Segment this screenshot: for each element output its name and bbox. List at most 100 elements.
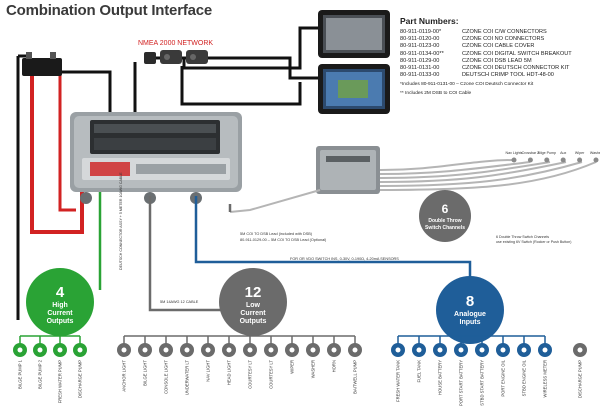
switch-connector-icon xyxy=(577,157,583,163)
part-code: 80-911-0123-00 xyxy=(400,43,440,50)
high-badge-line3: Outputs xyxy=(47,318,74,325)
low-output-label: COURTESY LT xyxy=(269,360,274,389)
low-output-item: CONSOLE LIGHT xyxy=(159,336,173,394)
low-output-label: HORN xyxy=(332,360,337,372)
high-output-label: BILGE PUMP 2 xyxy=(38,359,43,389)
output-cables xyxy=(98,192,472,312)
low-output-item: WASHER xyxy=(306,336,320,378)
low-output-label: BILGE LIGHT xyxy=(143,360,148,386)
low-output-label: NAV LIGHT xyxy=(206,360,211,382)
part-desc: CZONE COI NO CONNECTORS xyxy=(462,36,545,43)
switch-label: Bilge Pump xyxy=(538,151,556,155)
low-badge-line1: Low xyxy=(246,302,261,309)
high-output-item: DISCHARGE PUMP xyxy=(73,336,87,398)
analogue-input-label: HOUSE BATTERY xyxy=(438,360,443,395)
part-numbers-panel: Part Numbers: 80-911-0119-00* CZONE COI C… xyxy=(400,16,592,97)
switch-item: Wiper xyxy=(575,151,585,163)
switch-item: Crossbar 2 xyxy=(522,151,540,163)
switch-breakout-box xyxy=(316,146,380,194)
part-code: 80-911-0119-00* xyxy=(400,29,442,35)
page-title: Combination Output Interface xyxy=(6,2,213,19)
analogue-badge-line2: Inputs xyxy=(460,319,481,326)
switch-item: Aux xyxy=(560,151,566,163)
analogue-input-label: FUEL TANK xyxy=(417,360,422,383)
part-note-2: ** Includes 2M DSB to COI Cable xyxy=(400,91,472,97)
part-numbers-heading: Part Numbers: xyxy=(400,16,459,26)
part-note-1: *Includes 80-911-0131-00 – Czone COI Deu… xyxy=(400,82,534,88)
low-output-item: HEAD LIGHT xyxy=(222,336,236,385)
low-output-item: COURTESY LT xyxy=(243,336,257,389)
part-desc: CZONE COI DSB LEAD 5M xyxy=(462,57,532,64)
switch-connector-icon xyxy=(527,157,533,163)
low-output-label: BAITWELL PUMP xyxy=(353,360,358,394)
analogue-input-label: WIRELESS METER xyxy=(543,360,548,397)
low-output-label: ANCHOR LIGHT xyxy=(122,360,127,392)
switch-note-1: 6 Double Throw Switch Channels xyxy=(496,235,549,239)
analogue-input-label: PORT ENGINE OIL xyxy=(501,359,506,396)
nmea-connectors xyxy=(144,50,208,64)
analogue-input-item: WIRELESS METER xyxy=(538,336,552,397)
switch-badge-line2: Switch Channels xyxy=(425,225,465,231)
part-code: 80-911-0134-00** xyxy=(400,50,444,57)
switch-connector-icon xyxy=(560,157,566,163)
high-output-item: FRESH WATER PUMP xyxy=(53,336,67,403)
low-cable-label: 5M 14AWG 12 CABLE xyxy=(160,300,199,304)
high-badge-number: 4 xyxy=(56,284,65,301)
switch-label: Wiper xyxy=(575,151,585,155)
low-badge-line2: Current xyxy=(240,310,266,317)
switch-channels-badge: 6 Double Throw Switch Channels xyxy=(419,190,471,242)
low-output-item: WIPER xyxy=(285,336,299,374)
switch-badge-number: 6 xyxy=(442,202,449,216)
analogue-input-label: STBD ENGINE OIL xyxy=(522,359,527,396)
analogue-input-item: PORT ENGINE OIL xyxy=(496,336,510,397)
part-code: 80-911-0129-00 xyxy=(400,57,440,64)
switch-connector-icon xyxy=(593,157,599,163)
output-icon-rows: BILGE PUMP 1 BILGE PUMP 2 FRESH WATER PUMP… xyxy=(13,335,587,406)
part-numbers-list: 80-911-0119-00*CZONE COI C/W CONNECTORS … xyxy=(400,29,592,79)
low-output-item: COURTESY LT xyxy=(264,336,278,389)
analogue-input-item: FUEL TANK xyxy=(412,336,426,383)
part-row: 80-911-0134-00**CZONE COI DIGITAL SWITCH… xyxy=(400,51,592,58)
battery xyxy=(22,52,62,76)
analogue-input-label: STBD START BATTERY xyxy=(480,360,485,406)
switch-connector-icon xyxy=(511,157,517,163)
low-output-item: NAV LIGHT xyxy=(201,336,215,382)
display-top xyxy=(318,10,390,58)
analogue-cable-label: FOR OR VDO SWITCH INS, 0-30V, 0-190Ω, 4-… xyxy=(290,257,399,261)
low-output-label: HEAD LIGHT xyxy=(227,360,232,386)
high-output-label: BILGE PUMP 1 xyxy=(18,359,23,389)
part-desc: DEUTSCH CRIMP TOOL HDT-48-00 xyxy=(462,72,554,79)
high-output-item: BILGE PUMP 2 xyxy=(33,336,47,389)
nmea-network-label: NMEA 2000 NETWORK xyxy=(138,40,213,47)
low-output-label: WASHER xyxy=(311,360,316,378)
low-output-item: HORN xyxy=(327,336,341,372)
low-badge-number: 12 xyxy=(245,284,262,301)
analogue-inputs-badge: 8 Analogue Inputs xyxy=(436,276,504,344)
switch-item: Bilge Pump xyxy=(538,151,556,163)
analogue-input-item: STBD ENGINE OIL xyxy=(517,336,531,396)
analogue-input-item: HOUSE BATTERY xyxy=(433,336,447,395)
low-output-label: UNDERWATER LT xyxy=(185,360,190,396)
discharge-pump-item: DISCHARGE PUMP xyxy=(573,343,587,398)
part-row: 80-911-0129-00 CZONE COI DSB LEAD 5M xyxy=(400,58,592,65)
low-output-item: ANCHOR LIGHT xyxy=(117,336,131,392)
part-desc: CZONE COI C/W CONNECTORS xyxy=(462,29,547,35)
display-bottom xyxy=(318,64,390,114)
switch-label: Crossbar 2 xyxy=(522,151,540,155)
low-badge-line3: Outputs xyxy=(240,318,267,325)
analogue-input-item: PORT START BATTERY xyxy=(454,336,468,406)
switch-badge-line1: Double Throw xyxy=(428,218,461,224)
part-row: 80-911-0119-00* CZONE COI C/W CONNECTORS xyxy=(400,29,592,36)
analogue-badge-number: 8 xyxy=(466,293,474,310)
high-cable-label: DEUTSCH CONNECTOR ASSY + 5 METER 10AWG C… xyxy=(119,172,123,270)
high-output-label: FRESH WATER PUMP xyxy=(58,360,63,403)
switch-item: Nav Lights xyxy=(506,151,523,163)
low-output-label: COURTESY LT xyxy=(248,360,253,389)
high-badge-line2: Current xyxy=(47,310,73,317)
